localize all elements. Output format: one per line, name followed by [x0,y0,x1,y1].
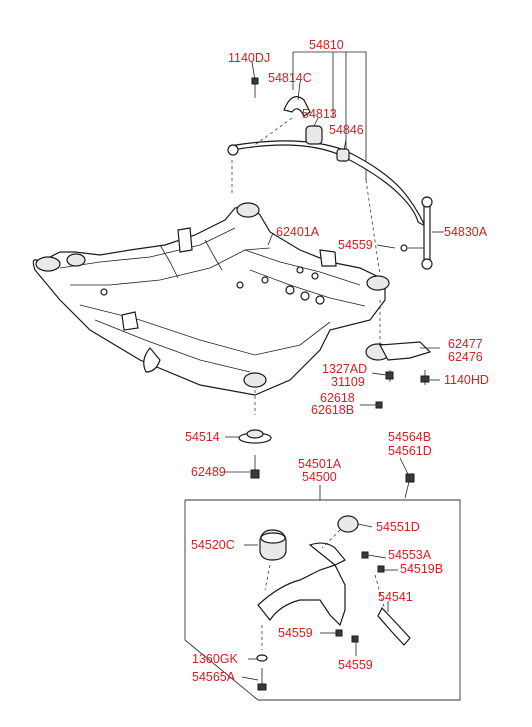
label-54559-low: 54559 [338,658,373,672]
label-62618: 62618 [320,391,355,405]
label-62401a: 62401A [276,225,320,239]
subframe-crossmember [32,202,390,396]
label-54814c: 54814C [268,71,312,85]
lower-control-arm [257,564,346,627]
label-62477: 62477 [448,337,483,351]
label-1140dj: 1140DJ [228,51,270,65]
label-54830a: 54830A [444,225,488,239]
stabilizer-bar [229,140,427,228]
label-54559-top: 54559 [338,238,373,252]
label-54501a: 54501A [298,457,342,471]
label-54846: 54846 [329,123,364,137]
mount-front-left [35,256,61,272]
label-54520c: 54520C [191,538,235,552]
label-62618b: 62618B [311,403,354,417]
bushing-54551d [337,515,359,533]
lower-control-arm-box [184,473,461,701]
label-54810: 54810 [309,38,344,52]
part-labels: 1140DJ 54810 54814C 54813 54846 62401A 5… [185,38,489,684]
stabilizer-link [423,204,431,263]
stabilizer-bar-end-left [227,144,239,156]
label-62489: 62489 [191,465,226,479]
rear-mount-bracket [365,300,432,409]
stabilizer-bushing [305,125,323,145]
label-1327ad: 1327AD [322,362,367,376]
label-54565a: 54565A [192,670,236,684]
label-31109: 31109 [331,375,365,389]
label-54813: 54813 [302,107,337,121]
label-54559-mid: 54559 [278,626,313,640]
mount-rear-right [366,275,390,291]
stabilizer-clamp [283,96,311,117]
label-62476: 62476 [448,350,483,364]
stabilizer-bushing-2 [336,148,350,162]
label-54551d: 54551D [376,520,420,534]
mount-front-center [66,253,86,267]
label-54553a: 54553A [388,548,432,562]
label-1360gk: 1360GK [192,652,239,666]
label-1140hd: 1140HD [444,373,489,387]
mount-front-right [243,372,267,388]
subframe-bushing-54514 [238,390,272,479]
label-54541: 54541 [378,590,413,604]
stabilizer-bar-assembly [227,51,433,276]
label-54561d: 54561D [388,444,432,458]
label-54564b: 54564B [388,430,431,444]
ball-joint-54541 [377,606,411,646]
label-54519b: 54519B [400,562,443,576]
label-54500: 54500 [302,470,337,484]
leader-lines [225,61,444,681]
mount-rear-left [236,202,260,218]
label-54514: 54514 [185,430,220,444]
